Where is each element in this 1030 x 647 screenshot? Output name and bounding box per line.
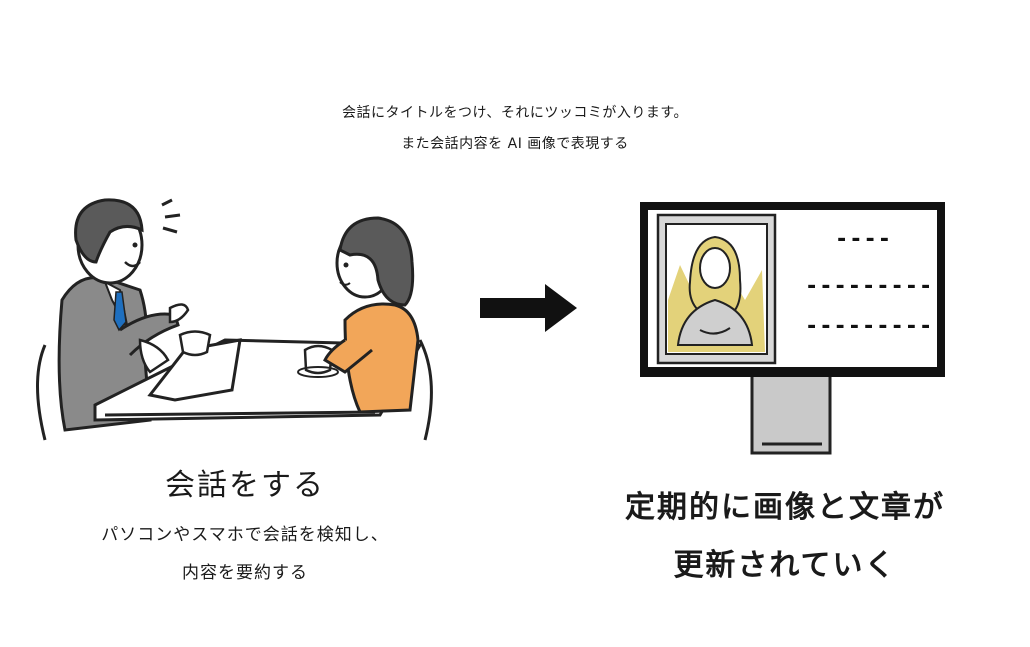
left-step-title: 会話をする (165, 468, 325, 503)
description-line-1: 会話にタイトルをつけ、それにツッコミが入ります。 (342, 105, 688, 121)
left-step-description-line-2: 内容を要約する (182, 563, 308, 583)
screen-text-line-3: --------- (805, 314, 934, 339)
description-line-2: また会話内容を AI 画像で表現する (401, 136, 629, 152)
screen-text-line-1: ---- (835, 227, 892, 252)
right-step-title-line-2: 更新されていく (673, 548, 897, 583)
screen-text-line-2: --------- (805, 274, 934, 299)
right-step-title-line-1: 定期的に画像と文章が (625, 490, 945, 525)
left-step-description-line-1: パソコンやスマホで会話を検知し、 (101, 525, 389, 545)
